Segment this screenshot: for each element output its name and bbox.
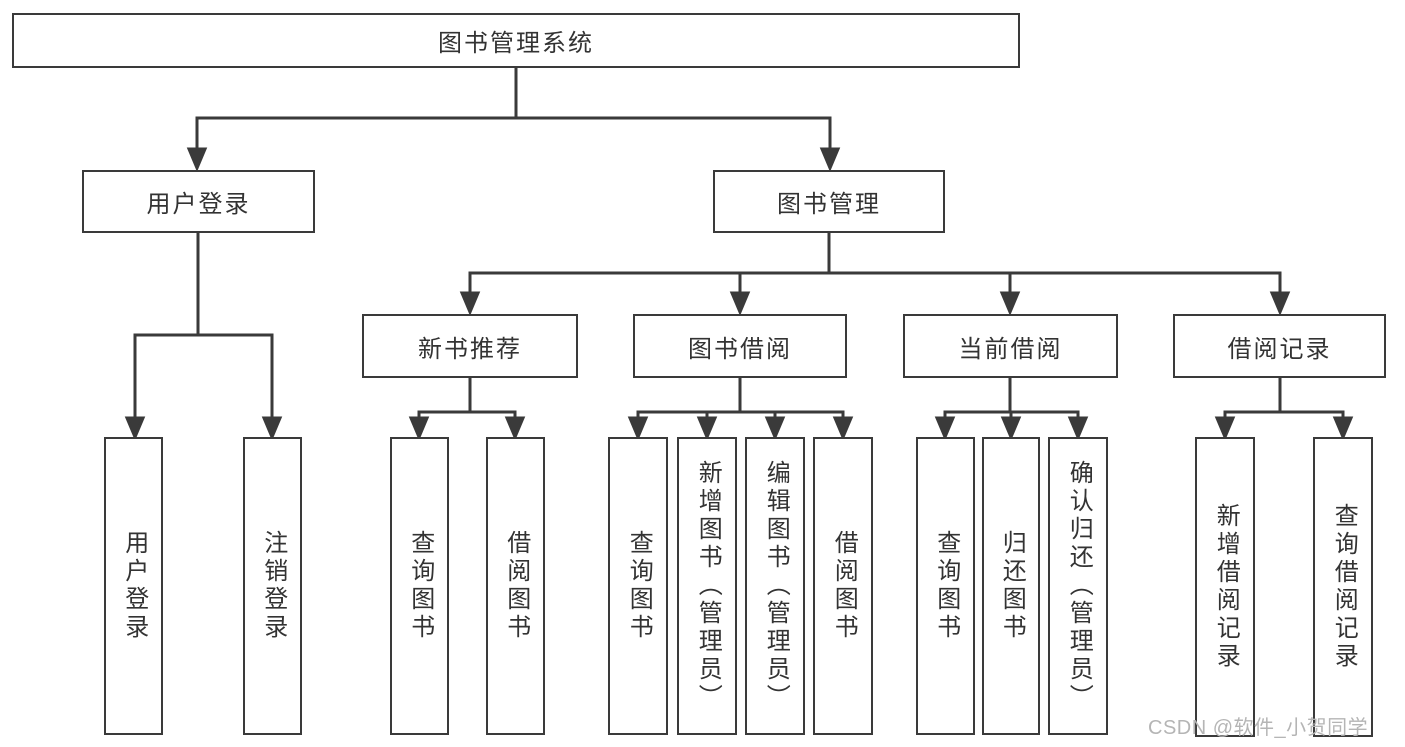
node-user-login: 用户登录: [82, 170, 315, 233]
node-label: 图书管理系统: [438, 30, 594, 57]
connector-root-to-level2: [186, 66, 841, 172]
node-current-borrowing: 当前借阅: [903, 314, 1118, 378]
node-label: 新增借阅记录: [1212, 503, 1240, 671]
node-borrowing-records: 借阅记录: [1173, 314, 1386, 378]
node-label: 确认归还（管理员）: [1065, 460, 1093, 712]
node-label: 用户登录: [146, 191, 251, 218]
node-label: 借阅记录: [1227, 335, 1332, 363]
node-label: 图书管理: [777, 191, 881, 218]
connector-user-login-branch: [124, 231, 283, 441]
node-label: 借阅图书: [830, 530, 858, 642]
csdn-watermark: CSDN @软件_小贺同学: [1148, 717, 1369, 739]
node-label: 编辑图书（管理员）: [762, 460, 790, 712]
leaf-return-books: 归还图书: [982, 437, 1040, 735]
node-label: 归还图书: [998, 530, 1026, 642]
node-label: 查询图书: [932, 530, 960, 642]
leaf-logout: 注销登录: [243, 437, 302, 735]
connector-book-borrowing-branch: [627, 376, 854, 441]
node-label: 查询借阅记录: [1330, 503, 1358, 671]
node-label: 查询图书: [406, 530, 434, 642]
leaf-borrow-books-borrowing: 借阅图书: [813, 437, 873, 735]
node-label: 新增图书（管理员）: [694, 460, 722, 712]
connector-new-book-recommendation-branch: [408, 376, 526, 441]
leaf-borrow-books-recommend: 借阅图书: [486, 437, 545, 735]
leaf-add-borrow-record: 新增借阅记录: [1195, 437, 1255, 737]
node-label: 用户登录: [120, 530, 148, 642]
leaf-query-books-recommend: 查询图书: [390, 437, 449, 735]
connector-current-borrowing-branch: [934, 376, 1089, 441]
node-book-management: 图书管理: [713, 170, 945, 233]
node-library-management-system: 图书管理系统: [12, 13, 1020, 68]
node-book-borrowing: 图书借阅: [633, 314, 847, 378]
node-label: 当前借阅: [958, 335, 1063, 363]
connector-borrowing-records-branch: [1214, 376, 1354, 441]
leaf-add-books-admin: 新增图书（管理员）: [677, 437, 737, 735]
node-label: 图书借阅: [688, 335, 792, 363]
connector-book-management-branch: [459, 231, 1291, 316]
node-label: 新书推荐: [418, 335, 522, 363]
node-new-book-recommendation: 新书推荐: [362, 314, 578, 378]
leaf-user-login: 用户登录: [104, 437, 163, 735]
node-label: 查询图书: [625, 530, 653, 642]
leaf-query-books-borrowing: 查询图书: [608, 437, 668, 735]
leaf-confirm-return-admin: 确认归还（管理员）: [1048, 437, 1108, 735]
node-label: 注销登录: [259, 530, 287, 642]
leaf-edit-books-admin: 编辑图书（管理员）: [745, 437, 805, 735]
node-label: 借阅图书: [502, 530, 530, 642]
leaf-query-borrow-record: 查询借阅记录: [1313, 437, 1373, 737]
leaf-query-books-current: 查询图书: [916, 437, 975, 735]
